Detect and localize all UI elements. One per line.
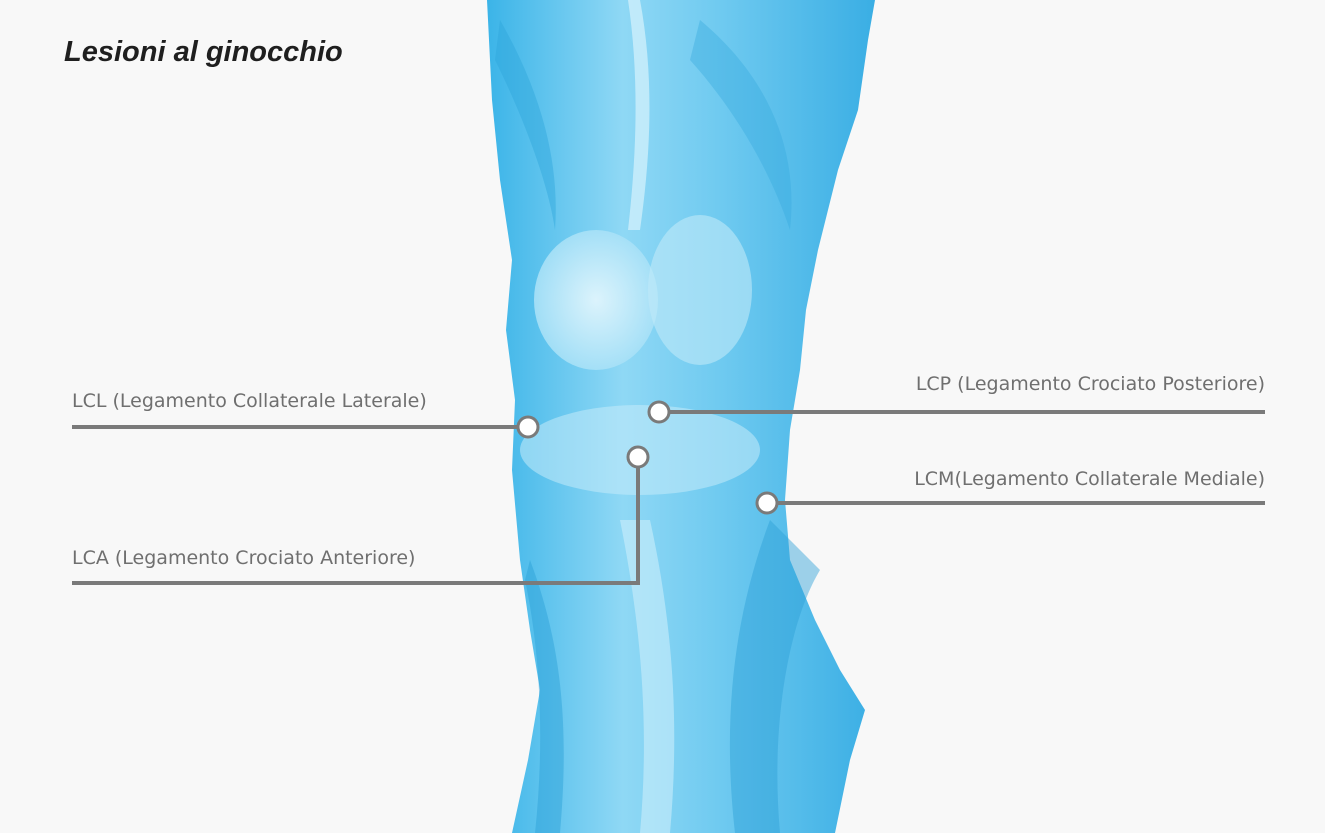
lcp-marker[interactable] bbox=[649, 402, 669, 422]
lcl-label: LCL (Legamento Collaterale Laterale) bbox=[72, 389, 427, 413]
femur-condyle-right bbox=[648, 215, 752, 365]
lcp-label: LCP (Legamento Crociato Posteriore) bbox=[916, 372, 1265, 396]
patella bbox=[534, 230, 658, 370]
lca-marker[interactable] bbox=[628, 447, 648, 467]
lcl-marker[interactable] bbox=[518, 417, 538, 437]
page-title: Lesioni al ginocchio bbox=[64, 36, 343, 69]
lcm-marker[interactable] bbox=[757, 493, 777, 513]
lca-label: LCA (Legamento Crociato Anteriore) bbox=[72, 546, 415, 570]
lcm-label: LCM(Legamento Collaterale Mediale) bbox=[914, 467, 1265, 491]
